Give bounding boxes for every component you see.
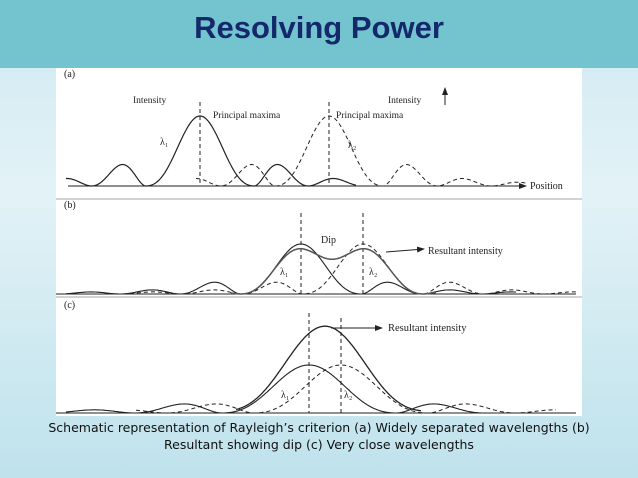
lambda2-intensity-curve bbox=[196, 115, 527, 187]
caption-line-2: Resultant showing dip (c) Very close wav… bbox=[164, 437, 474, 452]
title-bar bbox=[0, 0, 638, 68]
lambda2-intensity-curve bbox=[135, 364, 556, 414]
dip-label: Dip bbox=[321, 235, 336, 246]
intensity-label-right: Intensity bbox=[388, 96, 421, 106]
caption-line-1: Schematic representation of Rayleigh’s c… bbox=[48, 420, 590, 435]
lambda2-label: λ₂ bbox=[348, 140, 356, 151]
lambda1-intensity-curve bbox=[66, 115, 357, 187]
panel-b: (b) Dip Resultant intensity λ₁ λ₂ bbox=[56, 200, 577, 295]
panel-c-label: (c) bbox=[64, 300, 75, 311]
lambda1-intensity-curve bbox=[65, 243, 517, 295]
principal-maxima-left-label: Principal maxima bbox=[213, 111, 281, 121]
lambda1-label: λ₁ bbox=[280, 267, 288, 278]
rayleigh-figure: (a) Position Intensity Principal maxima … bbox=[56, 68, 582, 416]
intensity-label-left: Intensity bbox=[133, 96, 166, 106]
resultant-label: Resultant intensity bbox=[428, 246, 503, 257]
resultant-label: Resultant intensity bbox=[388, 323, 467, 334]
lambda2-label: λ₂ bbox=[344, 390, 352, 401]
lambda2-label: λ₂ bbox=[369, 267, 377, 278]
resultant-intensity-curve bbox=[230, 247, 437, 295]
position-label: Position bbox=[530, 181, 563, 192]
panel-b-label: (b) bbox=[64, 200, 76, 211]
lambda1-label: λ₁ bbox=[281, 390, 289, 401]
lambda1-label: λ₁ bbox=[160, 137, 168, 148]
rayleigh-diagram: (a) Position Intensity Principal maxima … bbox=[56, 69, 582, 414]
resultant-arrow-icon bbox=[385, 246, 425, 253]
panel-a: (a) Position Intensity Principal maxima … bbox=[64, 69, 563, 192]
principal-maxima-right-label: Principal maxima bbox=[336, 111, 404, 121]
lambda2-intensity-curve bbox=[116, 243, 577, 295]
figure-caption: Schematic representation of Rayleigh’s c… bbox=[0, 419, 638, 453]
panel-c: (c) Resultant intensity λ₁ λ₂ bbox=[56, 300, 576, 414]
resultant-intensity-curve bbox=[235, 325, 422, 412]
lambda1-intensity-curve bbox=[65, 364, 486, 414]
slide-title: Resolving Power bbox=[194, 10, 444, 45]
panel-a-label: (a) bbox=[64, 69, 75, 80]
